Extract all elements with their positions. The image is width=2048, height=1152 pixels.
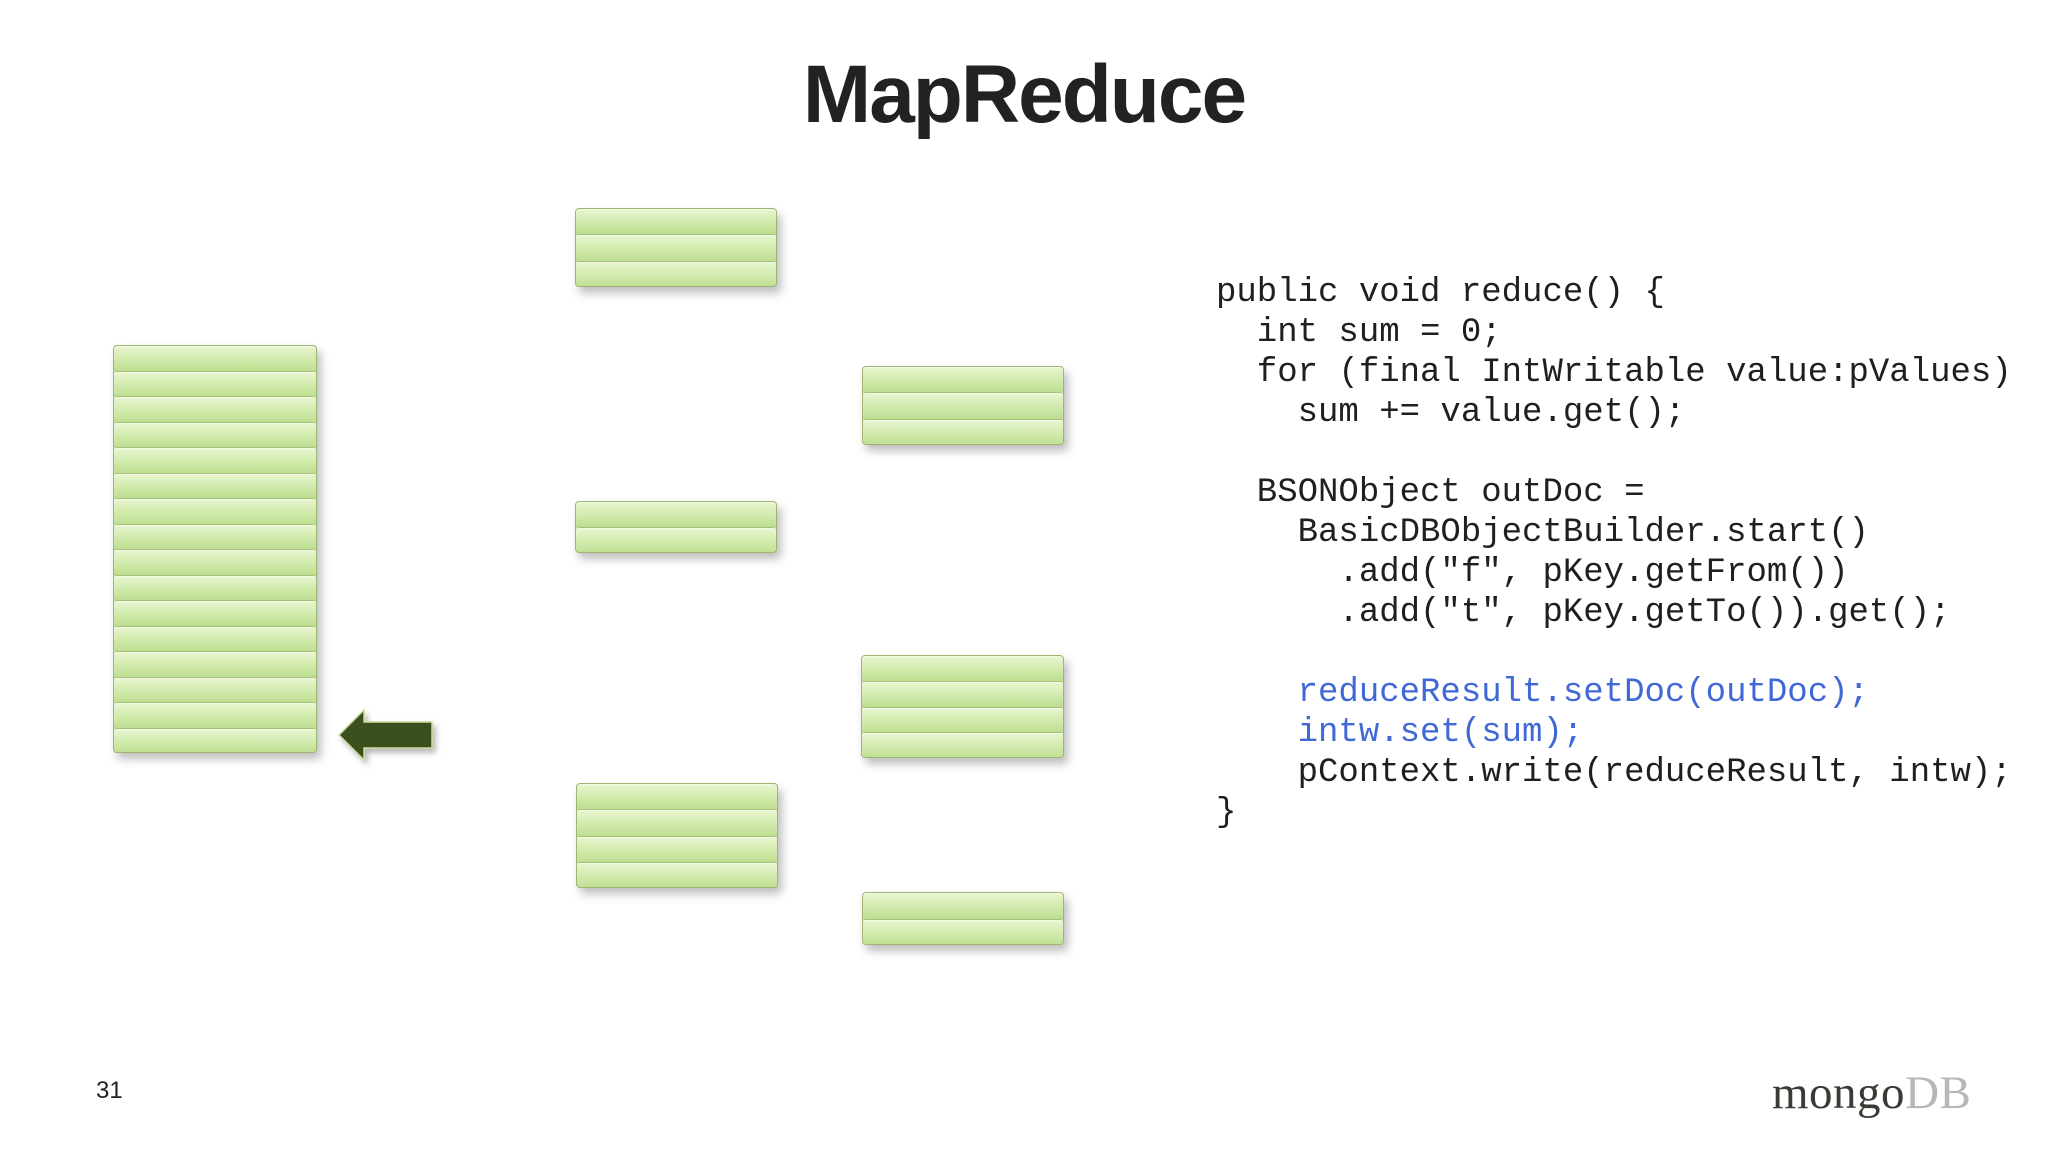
code-line: } xyxy=(1216,794,1237,832)
document-row xyxy=(114,499,316,525)
document-row xyxy=(114,397,316,423)
code-line: BSONObject outDoc = xyxy=(1216,474,1645,512)
code-line: .add("t", pKey.getTo()).get(); xyxy=(1216,594,1951,632)
document-row xyxy=(114,626,316,652)
logo-text-mongo: mongo xyxy=(1772,1067,1906,1119)
document-row xyxy=(114,575,316,601)
document-row xyxy=(114,448,316,474)
document-row xyxy=(577,784,777,811)
document-row xyxy=(114,346,316,372)
document-row xyxy=(576,502,776,528)
document-row xyxy=(114,703,316,729)
document-row xyxy=(863,919,1063,944)
doc-group-block-c xyxy=(576,783,778,888)
document-row xyxy=(863,367,1063,394)
doc-group-block-f xyxy=(862,892,1064,945)
document-row xyxy=(577,810,777,837)
document-row xyxy=(863,419,1063,444)
document-row xyxy=(576,528,776,552)
document-row xyxy=(576,209,776,236)
mongodb-logo: mongoDB xyxy=(1772,1066,1971,1120)
document-row xyxy=(114,728,316,752)
slide-title: MapReduce xyxy=(802,49,1247,140)
code-line: intw.set(sum); xyxy=(1216,714,1584,752)
document-row xyxy=(114,550,316,576)
document-row xyxy=(862,733,1063,757)
document-row xyxy=(862,656,1063,682)
document-row xyxy=(114,677,316,703)
code-line: pContext.write(reduceResult, intw); xyxy=(1216,754,2012,792)
left-arrow-icon xyxy=(337,708,433,762)
code-line: BasicDBObjectBuilder.start() xyxy=(1216,514,1869,552)
doc-group-block-d xyxy=(862,366,1064,445)
document-row xyxy=(577,836,777,863)
document-row xyxy=(862,681,1063,708)
code-line: reduceResult.setDoc(outDoc); xyxy=(1216,674,1869,712)
code-line: .add("f", pKey.getFrom()) xyxy=(1216,554,1849,592)
doc-group-block-a xyxy=(575,208,777,287)
document-row xyxy=(863,893,1063,920)
document-row xyxy=(576,261,776,286)
doc-group-block-e xyxy=(861,655,1064,758)
reduce-arrow xyxy=(337,708,433,767)
output-collection-block xyxy=(113,345,317,753)
document-row xyxy=(576,235,776,262)
logo-text-db: DB xyxy=(1905,1067,1972,1119)
doc-group-block-b xyxy=(575,501,777,553)
page-number: 31 xyxy=(96,1077,123,1104)
document-row xyxy=(862,707,1063,734)
document-row xyxy=(114,371,316,397)
code-line: int sum = 0; xyxy=(1216,314,1502,352)
document-row xyxy=(863,393,1063,420)
code-line: sum += value.get(); xyxy=(1216,394,1686,432)
code-line xyxy=(1216,633,2012,673)
document-row xyxy=(114,601,316,627)
document-row xyxy=(114,524,316,550)
document-row xyxy=(577,862,777,887)
document-row xyxy=(114,473,316,499)
document-row xyxy=(114,422,316,448)
code-line: public void reduce() { xyxy=(1216,274,1665,312)
document-row xyxy=(114,652,316,678)
code-line xyxy=(1216,433,2012,473)
code-block: public void reduce() { int sum = 0; for … xyxy=(1216,273,2012,833)
code-line: for (final IntWritable value:pValues) xyxy=(1216,354,2012,392)
